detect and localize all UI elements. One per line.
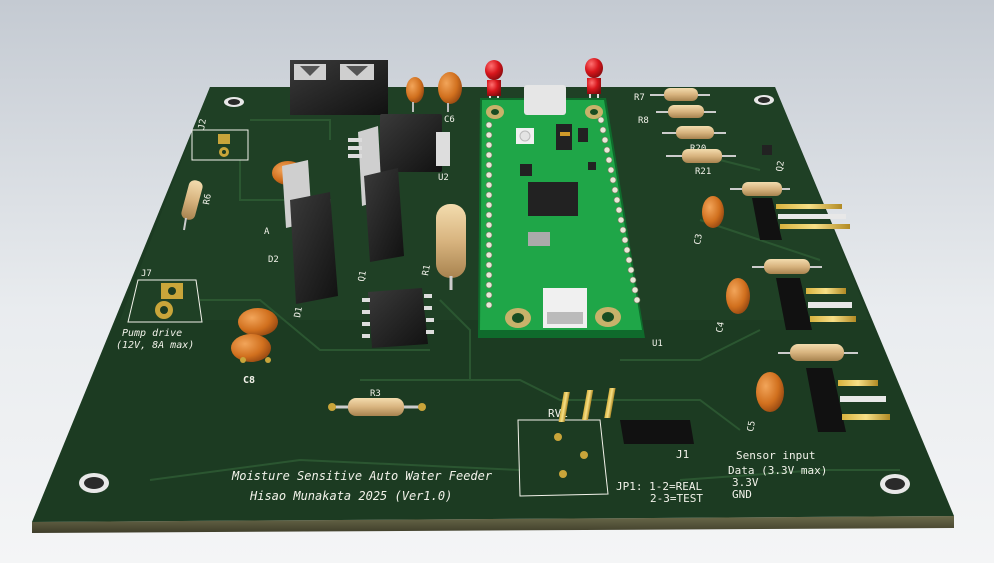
ref-c3: C3 bbox=[693, 233, 705, 245]
board-edge bbox=[32, 516, 954, 533]
transistor-q2: Q2 bbox=[762, 145, 787, 173]
board-title-line1: Moisture Sensitive Auto Water Feeder bbox=[231, 469, 493, 483]
ref-c5: C5 bbox=[746, 420, 758, 432]
ref-c4: C4 bbox=[715, 321, 727, 333]
ref-u1: U1 bbox=[652, 339, 663, 349]
ref-r7: R7 bbox=[634, 93, 645, 103]
pump-desc-line2: (12V, 8A max) bbox=[116, 340, 194, 351]
sensor-note-line1: Sensor input bbox=[736, 449, 815, 462]
ref-q2: Q2 bbox=[775, 160, 787, 172]
ic-dip8 bbox=[362, 288, 434, 348]
ref-j2: J2 bbox=[197, 118, 209, 130]
ref-d2: D2 bbox=[268, 255, 279, 265]
header-connector-top bbox=[290, 60, 388, 115]
capacitor-pair-top: C6 bbox=[406, 72, 462, 125]
pico-pins bbox=[485, 116, 641, 309]
resistor-r6: R6 bbox=[181, 180, 214, 231]
regulator-d2: D2 A D1 bbox=[264, 160, 338, 319]
pump-connector-j7: J7 bbox=[127, 269, 203, 323]
resistor-r8: R8 bbox=[638, 105, 716, 126]
ref-r8: R8 bbox=[638, 116, 649, 126]
sensor-header-2: C4 bbox=[715, 259, 856, 334]
ref-r3: R3 bbox=[370, 389, 381, 399]
ref-r6: R6 bbox=[202, 193, 214, 205]
resistor-r1: R1 bbox=[421, 204, 466, 290]
pump-desc-line1: Pump drive bbox=[122, 328, 182, 339]
ref-d1: D1 bbox=[293, 306, 305, 318]
sensor-header-3: C5 bbox=[746, 344, 890, 433]
ref-q1: Q1 bbox=[357, 270, 369, 282]
jp1-note-line2: 2-3=TEST bbox=[650, 492, 703, 505]
j2-connector: J2 bbox=[191, 118, 249, 161]
ref-c6: C6 bbox=[444, 115, 455, 125]
jumper-j1: J1 bbox=[558, 388, 694, 461]
sensor-header-1: C3 bbox=[693, 182, 850, 246]
sensor-note-line4: GND bbox=[732, 488, 752, 501]
ic-u2: U2 bbox=[380, 114, 450, 183]
ref-r21: R21 bbox=[695, 167, 711, 177]
resistor-r21: R21 bbox=[666, 149, 736, 177]
mounting-holes bbox=[79, 95, 910, 494]
pico-module-u1: U1 bbox=[478, 85, 663, 349]
resistor-r7: R7 bbox=[634, 88, 710, 103]
board-title-line2: Hisao Munakata 2025 (Ver1.0) bbox=[249, 489, 452, 503]
ref-u2: U2 bbox=[438, 173, 449, 183]
transistor-q1: Q1 bbox=[348, 126, 404, 283]
ref-c8: C8 bbox=[243, 375, 255, 386]
ref-j1: J1 bbox=[676, 448, 689, 461]
ref-r1: R1 bbox=[421, 264, 433, 276]
led-right bbox=[585, 58, 603, 102]
resistor-r3: R3 bbox=[328, 389, 426, 416]
ref-j7: J7 bbox=[141, 269, 152, 279]
capacitor-c8: C8 bbox=[231, 308, 278, 386]
ref-a: A bbox=[264, 227, 270, 237]
jp1-note-line1: JP1: 1-2=REAL bbox=[616, 480, 702, 493]
sensor-note-line2: Data (3.3V max) bbox=[728, 464, 827, 477]
sensor-note-line3: 3.3V bbox=[732, 476, 759, 489]
